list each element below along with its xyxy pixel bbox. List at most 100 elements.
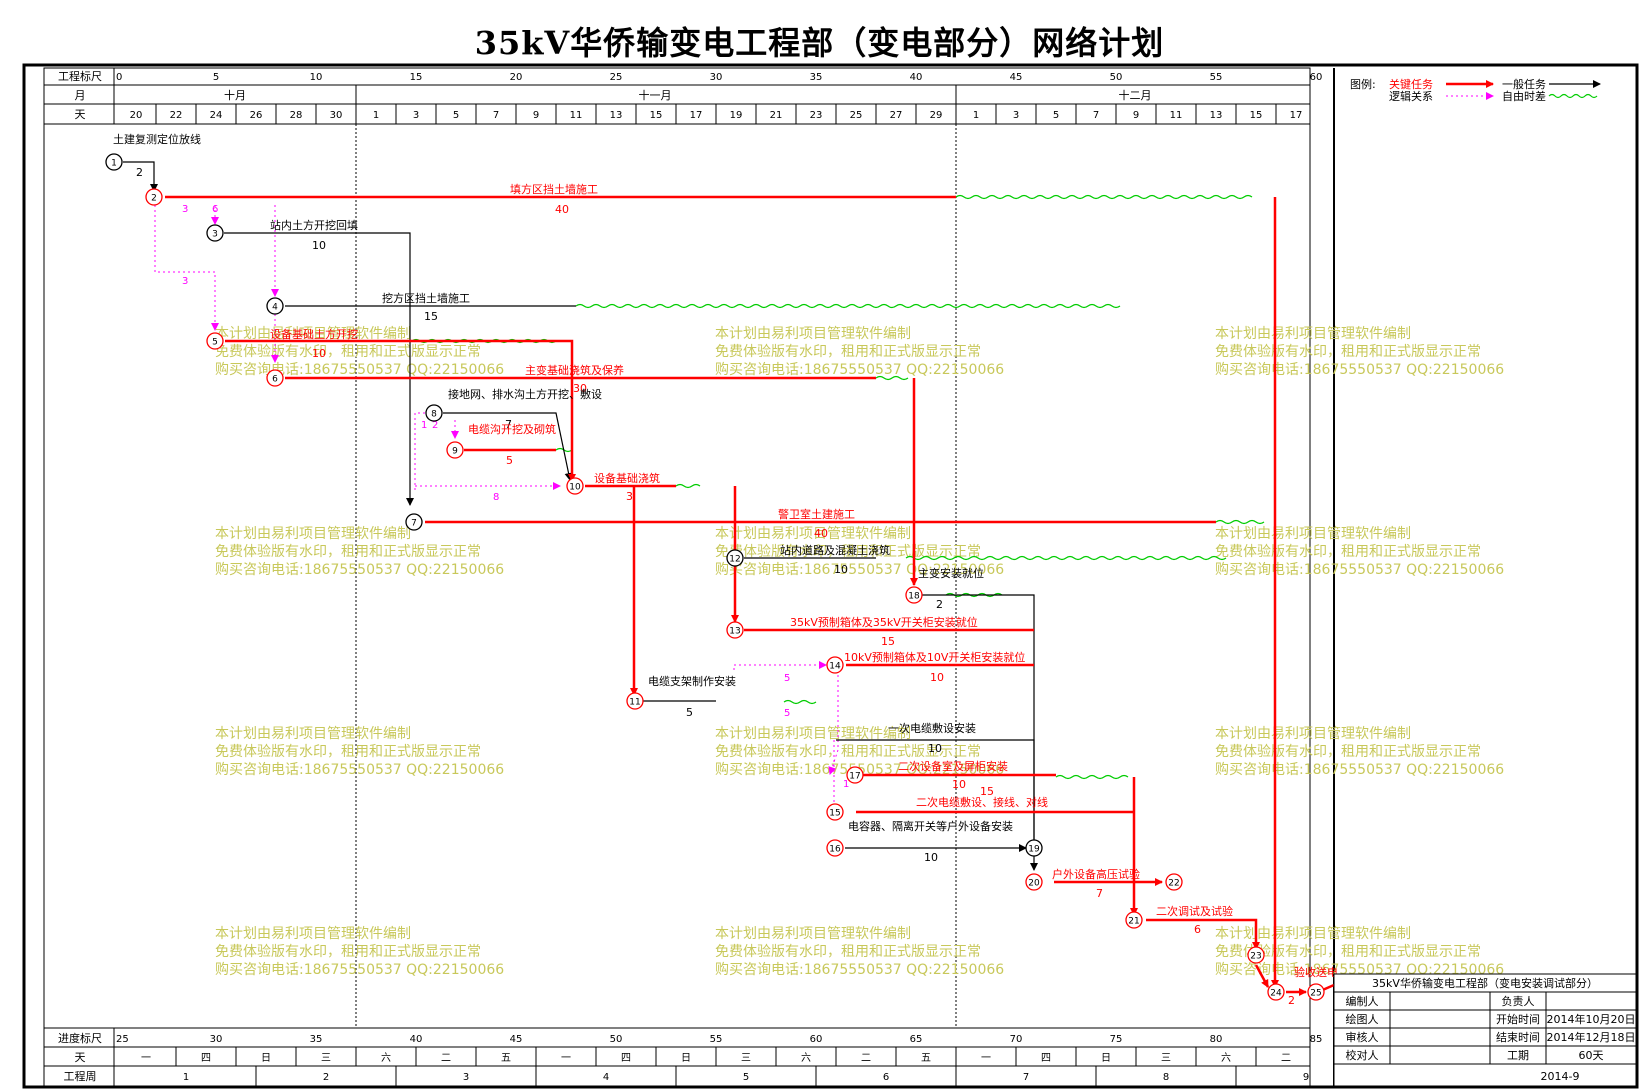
node: 7 bbox=[405, 513, 423, 531]
task-name: 户外设备高压试验 bbox=[1052, 867, 1140, 881]
weekday-label: 六 bbox=[801, 1052, 811, 1064]
task-name: 挖方区挡土墙施工 bbox=[382, 291, 470, 305]
node-circle bbox=[626, 692, 644, 710]
watermark-text: 本计划由易利项目管理软件编制 bbox=[715, 326, 911, 342]
node-circle bbox=[206, 332, 224, 350]
node: 14 bbox=[826, 656, 844, 674]
node-circle bbox=[826, 656, 844, 674]
node: 1 bbox=[105, 153, 123, 171]
scale-tick: 55 bbox=[710, 1034, 723, 1045]
week-label: 7 bbox=[1023, 1072, 1029, 1083]
day-label: 25 bbox=[850, 110, 863, 121]
node: 21 bbox=[1125, 911, 1143, 929]
legend-critical-label: 关键任务 bbox=[1389, 77, 1433, 91]
weekday-label: 一 bbox=[981, 1053, 991, 1064]
node-number: 25 bbox=[1310, 989, 1321, 999]
watermark-text: 本计划由易利项目管理软件编制 bbox=[715, 726, 911, 742]
title-block-label: 负责人 bbox=[1502, 994, 1535, 1008]
week-label: 2 bbox=[323, 1072, 329, 1083]
scale-tick: 55 bbox=[1210, 72, 1223, 83]
task-duration: 2 bbox=[1288, 994, 1295, 1007]
weekday-label: 二 bbox=[861, 1053, 871, 1064]
logic-label: 5 bbox=[784, 673, 790, 684]
day-label: 15 bbox=[650, 110, 663, 121]
month-label: 十二月 bbox=[1119, 88, 1152, 102]
task-duration: 7 bbox=[505, 418, 512, 431]
watermark-text: 免费体验版有水印，租用和正式版显示正常 bbox=[715, 944, 981, 960]
day-label: 5 bbox=[453, 110, 459, 121]
logic-label: 3 bbox=[182, 204, 188, 215]
node-number: 23 bbox=[1250, 952, 1261, 962]
node-number: 8 bbox=[431, 410, 437, 420]
node-circle bbox=[1165, 873, 1183, 891]
weekday-label: 五 bbox=[921, 1053, 931, 1064]
task-name: 填方区挡土墙施工 bbox=[510, 182, 598, 196]
node: 11 bbox=[626, 692, 644, 710]
day-label: 11 bbox=[570, 110, 583, 121]
node: 22 bbox=[1165, 873, 1183, 891]
day-label: 28 bbox=[290, 110, 303, 121]
node-number: 7 bbox=[411, 519, 417, 529]
scale-tick: 0 bbox=[116, 72, 122, 83]
header-label-month: 月 bbox=[75, 89, 86, 102]
node-number: 9 bbox=[452, 447, 458, 457]
weekday-label: 三 bbox=[1161, 1053, 1171, 1064]
weekday-label: 四 bbox=[621, 1053, 631, 1064]
title-block-label: 绘图人 bbox=[1346, 1012, 1379, 1026]
weekday-label: 日 bbox=[681, 1053, 691, 1064]
weekday-label: 四 bbox=[1041, 1053, 1051, 1064]
header-day-lines bbox=[155, 104, 1277, 124]
task-duration: 30 bbox=[573, 382, 587, 395]
watermark-text: 本计划由易利项目管理软件编制 bbox=[1215, 926, 1411, 942]
node: 23 bbox=[1247, 946, 1265, 964]
watermark-text: 免费体验版有水印，租用和正式版显示正常 bbox=[1215, 944, 1481, 960]
title-block-label: 开始时间 bbox=[1496, 1012, 1540, 1026]
node-number: 4 bbox=[272, 303, 278, 313]
task-duration: 15 bbox=[881, 635, 895, 648]
day-label: 29 bbox=[930, 110, 943, 121]
scale-tick: 5 bbox=[213, 72, 219, 83]
task-name: 站内土方开挖回填 bbox=[270, 218, 358, 232]
scale-tick: 10 bbox=[310, 72, 323, 83]
node-circle bbox=[826, 803, 844, 821]
watermark-text: 免费体验版有水印，租用和正式版显示正常 bbox=[715, 344, 981, 360]
node-circle bbox=[446, 441, 464, 459]
legend-float-label: 自由时差 bbox=[1502, 89, 1546, 103]
day-label: 24 bbox=[210, 110, 223, 121]
critical-task-lines bbox=[165, 195, 1335, 996]
task-duration: 15 bbox=[424, 310, 438, 323]
task-duration: 10 bbox=[952, 778, 966, 791]
day-label: 22 bbox=[170, 110, 183, 121]
node-circle bbox=[726, 549, 744, 567]
node-number: 1 bbox=[111, 159, 117, 169]
scale-tick: 40 bbox=[910, 72, 923, 83]
task-name: 电容器、隔离开关等户外设备安装 bbox=[848, 819, 1013, 833]
watermark-text: 免费体验版有水印，租用和正式版显示正常 bbox=[215, 344, 481, 360]
node-circle bbox=[1307, 983, 1325, 1001]
day-label: 9 bbox=[533, 110, 539, 121]
scale-tick: 15 bbox=[410, 72, 423, 83]
node-circle bbox=[145, 188, 163, 206]
scale-tick: 60 bbox=[810, 1034, 823, 1045]
logic-label: 1 bbox=[843, 779, 849, 790]
day-label: 19 bbox=[730, 110, 743, 121]
node: 24 bbox=[1267, 983, 1285, 1001]
node-circle bbox=[1267, 983, 1285, 1001]
node: 17 bbox=[846, 766, 864, 784]
watermark-text: 本计划由易利项目管理软件编制 bbox=[1215, 526, 1411, 542]
day-label: 17 bbox=[1290, 110, 1303, 121]
day-label: 15 bbox=[1250, 110, 1263, 121]
week-label: 1 bbox=[183, 1072, 189, 1083]
task-duration: 5 bbox=[506, 454, 513, 467]
scale-tick: 35 bbox=[810, 72, 823, 83]
watermark-text: 本计划由易利项目管理软件编制 bbox=[215, 926, 411, 942]
node: 12 bbox=[726, 549, 744, 567]
scale-tick: 40 bbox=[410, 1034, 423, 1045]
task-name: 设备基础浇筑 bbox=[594, 471, 660, 485]
watermark-layer: 本计划由易利项目管理软件编制免费体验版有水印，租用和正式版显示正常购买咨询电话:… bbox=[215, 326, 1504, 978]
task-duration: 10 bbox=[834, 563, 848, 576]
watermark-text: 本计划由易利项目管理软件编制 bbox=[215, 726, 411, 742]
scale-tick: 80 bbox=[1210, 1034, 1223, 1045]
header-label-scale: 工程标尺 bbox=[58, 69, 102, 83]
